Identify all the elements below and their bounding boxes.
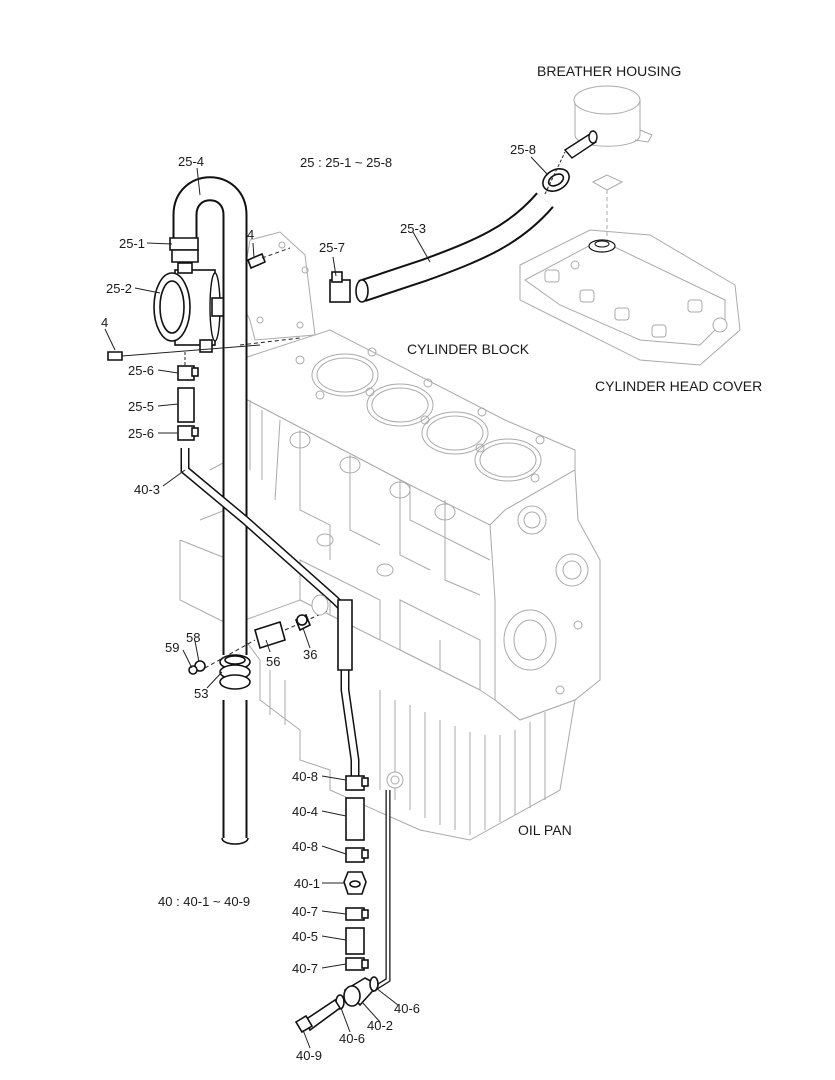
fittings-small xyxy=(188,594,331,675)
callout-40-7-top: 40-7 xyxy=(292,904,318,919)
mounting-bracket xyxy=(239,231,316,341)
callout-40-2: 40-2 xyxy=(367,1018,393,1033)
callout-58: 58 xyxy=(186,630,200,645)
group-notes: 25 : 25-1 ~ 25-8 40 : 40-1 ~ 40-9 xyxy=(158,155,392,909)
callout-25-8: 25-8 xyxy=(510,142,536,157)
callout-56: 56 xyxy=(266,654,280,669)
drain-hose-lower xyxy=(294,775,380,1034)
callout-40-9: 40-9 xyxy=(296,1048,322,1063)
breather-pipe xyxy=(169,176,251,845)
drain-hose-upper xyxy=(177,352,199,441)
callout-4-top: 4 xyxy=(247,227,254,242)
oil-separator xyxy=(153,262,240,353)
callout-40-6-bottom: 40-6 xyxy=(339,1031,365,1046)
title-oil-pan: OIL PAN xyxy=(518,822,572,838)
callout-25-1: 25-1 xyxy=(119,236,145,251)
callout-53: 53 xyxy=(194,686,208,701)
title-breather-housing: BREATHER HOUSING xyxy=(537,63,681,79)
callout-40-6-right: 40-6 xyxy=(394,1001,420,1016)
cylinder-head-cover-drawing xyxy=(519,229,741,366)
callout-25-3: 25-3 xyxy=(400,221,426,236)
breather-housing-drawing xyxy=(563,85,653,240)
title-cylinder-head-cover: CYLINDER HEAD COVER xyxy=(595,378,762,394)
part-callouts: 25-4 25-1 25-2 4 4 25-7 25-3 25-8 25-6 2… xyxy=(101,142,536,1063)
oil-return-pipe xyxy=(180,448,391,993)
group-25-note: 25 : 25-1 ~ 25-8 xyxy=(300,155,392,170)
callout-25-6-top: 25-6 xyxy=(128,363,154,378)
callout-40-8-bottom: 40-8 xyxy=(292,839,318,854)
callout-40-1: 40-1 xyxy=(294,876,320,891)
cylinder-block-drawing xyxy=(179,329,601,841)
callout-40-8-top: 40-8 xyxy=(292,769,318,784)
title-cylinder-block: CYLINDER BLOCK xyxy=(407,341,530,357)
leader-lines xyxy=(104,156,549,1049)
bolts-4 xyxy=(107,247,301,361)
section-titles: BREATHER HOUSING CYLINDER BLOCK CYLINDER… xyxy=(407,63,762,838)
callout-25-5: 25-5 xyxy=(128,399,154,414)
callout-40-7-bottom: 40-7 xyxy=(292,961,318,976)
group-40-note: 40 : 40-1 ~ 40-9 xyxy=(158,894,250,909)
callout-59: 59 xyxy=(165,640,179,655)
callout-36: 36 xyxy=(303,647,317,662)
callout-4-left: 4 xyxy=(101,315,108,330)
callout-25-7: 25-7 xyxy=(319,240,345,255)
callout-25-2: 25-2 xyxy=(106,281,132,296)
callout-40-4: 40-4 xyxy=(292,804,318,819)
callout-25-4: 25-4 xyxy=(178,154,204,169)
breather-hose xyxy=(329,151,570,303)
callout-25-6-bottom: 25-6 xyxy=(128,426,154,441)
callout-40-5: 40-5 xyxy=(292,929,318,944)
callout-40-3: 40-3 xyxy=(134,482,160,497)
